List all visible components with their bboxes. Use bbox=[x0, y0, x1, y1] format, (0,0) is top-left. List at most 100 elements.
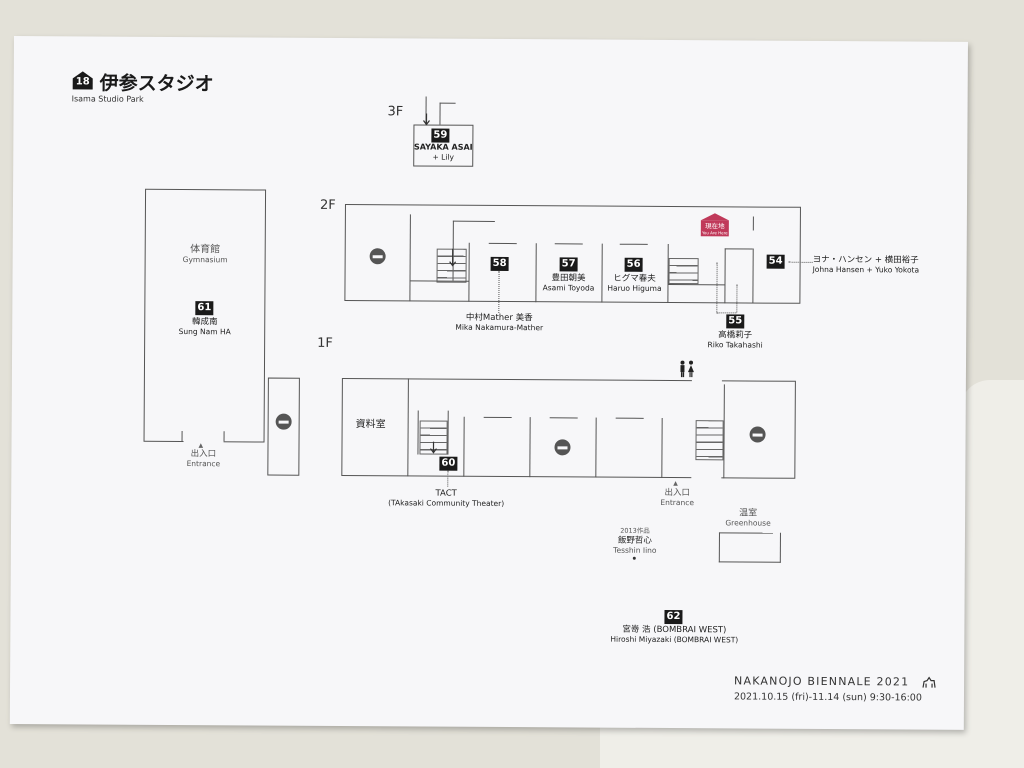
entrance-wall bbox=[181, 431, 183, 442]
entrance-en: Entrance bbox=[186, 459, 221, 469]
artist-name-sub: + Lily bbox=[432, 152, 455, 162]
entrance-jp: 出入口 bbox=[190, 449, 217, 460]
artist-number-58: 58 bbox=[490, 256, 509, 272]
house-badge-icon: 18 bbox=[72, 70, 94, 90]
entrance-gap bbox=[691, 378, 722, 384]
venue-name-jp: 伊参スタジオ bbox=[99, 72, 214, 96]
venue-badge-number: 18 bbox=[75, 76, 90, 88]
entrance-label-gym: 出入口 Entrance bbox=[173, 449, 233, 469]
animals-icon bbox=[922, 674, 936, 693]
gymnasium-name-en: Gymnasium bbox=[182, 255, 228, 265]
artist-name-sub: (TAkasaki Community Theater) bbox=[388, 498, 505, 509]
entrance-gap bbox=[691, 476, 722, 482]
leader-line bbox=[716, 262, 718, 313]
door-mark bbox=[615, 417, 644, 420]
entrance-label-1f: 出入口 Entrance bbox=[647, 488, 707, 508]
stair-arrow-icon bbox=[449, 248, 457, 271]
entrance-arrow-icon: ▲ bbox=[673, 480, 678, 488]
greenhouse-name-jp: 温室 bbox=[739, 508, 758, 519]
leader-line bbox=[736, 284, 738, 313]
no-entry-icon bbox=[749, 426, 766, 443]
event-dates: 2021.10.15 (fri)-11.14 (sun) 9:30-16:00 bbox=[733, 691, 922, 704]
wall-patch bbox=[600, 724, 1024, 768]
artist-label-57: 豊田朝美 Asami Toyoda bbox=[535, 273, 601, 293]
no-entry-icon bbox=[275, 413, 292, 430]
artist-label-55: 高橋莉子 Riko Takahashi bbox=[702, 330, 768, 350]
artist-name-sub: Riko Takahashi bbox=[707, 340, 763, 350]
door-mark bbox=[619, 243, 648, 246]
past-work-label: 2013作品 飯野哲心 Tesshin Iino bbox=[607, 526, 663, 556]
artist-label-59: SAYAKA ASAI + Lily bbox=[409, 142, 477, 162]
entrance-en: Entrance bbox=[660, 497, 694, 508]
artist-number-59: 59 bbox=[431, 128, 450, 143]
artist-number-62: 62 bbox=[664, 609, 683, 625]
artist-name: 高橋莉子 bbox=[718, 330, 753, 341]
event-footer: NAKANOJO BIENNALE 2021 2021.10.15 (fri)-… bbox=[733, 674, 936, 704]
leader-line bbox=[788, 261, 813, 263]
artist-name: SAYAKA ASAI bbox=[413, 142, 473, 152]
artist-name-sub: Mika Nakamura-Mather bbox=[455, 322, 544, 333]
floor-label-3f: 3F bbox=[387, 104, 404, 120]
wall bbox=[724, 248, 753, 250]
venue-name-en: Isama Studio Park bbox=[71, 94, 144, 104]
stairs-2f-right bbox=[668, 258, 699, 285]
artist-number-54: 54 bbox=[766, 254, 785, 269]
wall bbox=[447, 410, 450, 455]
artwork-location-dot bbox=[632, 556, 636, 560]
stair-arrow-icon bbox=[429, 439, 437, 458]
entrance-arrow-icon: ▲ bbox=[198, 442, 204, 450]
greenhouse-name-en: Greenhouse bbox=[725, 518, 771, 528]
door-mark bbox=[488, 242, 517, 245]
artist-name-sub: Asami Toyoda bbox=[542, 283, 595, 293]
artist-number-56: 56 bbox=[624, 257, 643, 272]
artist-number-57: 57 bbox=[559, 257, 578, 272]
artist-name-sub: Johna Hansen + Yuko Yokota bbox=[812, 264, 920, 275]
restroom-icon bbox=[678, 360, 696, 382]
wall bbox=[452, 220, 495, 223]
you-are-here-en: You Are Here bbox=[701, 230, 728, 236]
door-mark bbox=[549, 417, 578, 419]
entrance-wall bbox=[223, 431, 225, 442]
wall-patch bbox=[960, 380, 1024, 768]
artist-name: 豊田朝美 bbox=[551, 273, 586, 284]
floor-map-board: 18 伊参スタジオ Isama Studio Park 3F 2F 1F 59 … bbox=[9, 36, 968, 730]
greenhouse-building bbox=[718, 532, 781, 563]
leader-line bbox=[716, 312, 737, 314]
artist-label-60: TACT (TAkasaki Community Theater) bbox=[381, 488, 511, 509]
artist-number-60: 60 bbox=[439, 456, 458, 471]
entrance-jp: 出入口 bbox=[664, 487, 691, 499]
door-mark bbox=[554, 243, 583, 245]
wall bbox=[439, 102, 441, 125]
gymnasium-label: 体育館 Gymnasium bbox=[145, 244, 266, 266]
floor-label-1f: 1F bbox=[317, 335, 333, 351]
artist-label-61: 韓成南 Sung Nam HA bbox=[144, 317, 265, 338]
artist-number-61: 61 bbox=[195, 301, 214, 316]
greenhouse-label: 温室 Greenhouse bbox=[723, 508, 773, 528]
past-work-artist-jp: 飯野哲心 bbox=[617, 535, 652, 546]
wall bbox=[439, 102, 456, 105]
artist-label-54: ヨナ・ハンセン + 横田裕子 Johna Hansen + Yuko Yokot… bbox=[813, 255, 925, 276]
event-title: NAKANOJO BIENNALE 2021 bbox=[734, 674, 910, 689]
leader-line bbox=[498, 270, 500, 313]
no-entry-icon bbox=[369, 248, 386, 265]
past-work-artist-en: Tesshin Iino bbox=[613, 545, 657, 555]
past-work-year: 2013作品 bbox=[620, 526, 650, 535]
gymnasium-building bbox=[143, 188, 267, 443]
you-are-here-marker: 現在地 You Are Here bbox=[700, 220, 729, 237]
artist-label-62: 宮嵜 浩 (BOMBRAI WEST) Hiroshi Miyazaki (BO… bbox=[594, 625, 754, 646]
artist-label-58: 中村Mather 美香 Mika Nakamura-Mather bbox=[442, 313, 556, 334]
artist-name: 中村Mather 美香 bbox=[465, 312, 533, 324]
artist-number-55: 55 bbox=[726, 314, 745, 329]
artist-name-sub: Hiroshi Miyazaki (BOMBRAI WEST) bbox=[610, 634, 739, 645]
building-1f bbox=[341, 378, 796, 479]
archive-name-jp: 資料室 bbox=[355, 419, 386, 431]
artist-name: ヒグマ春夫 bbox=[613, 273, 656, 284]
artist-name: ヨナ・ハンセン + 横田裕子 bbox=[812, 254, 919, 266]
artist-label-56: ヒグマ春夫 Haruo Higuma bbox=[601, 274, 667, 294]
artist-name-sub: Haruo Higuma bbox=[607, 283, 662, 293]
floor-label-2f: 2F bbox=[319, 197, 336, 213]
stair-arrow-icon bbox=[422, 110, 430, 129]
stairs-1f-right bbox=[695, 420, 724, 461]
no-entry-icon bbox=[554, 439, 571, 456]
wall bbox=[752, 216, 755, 231]
